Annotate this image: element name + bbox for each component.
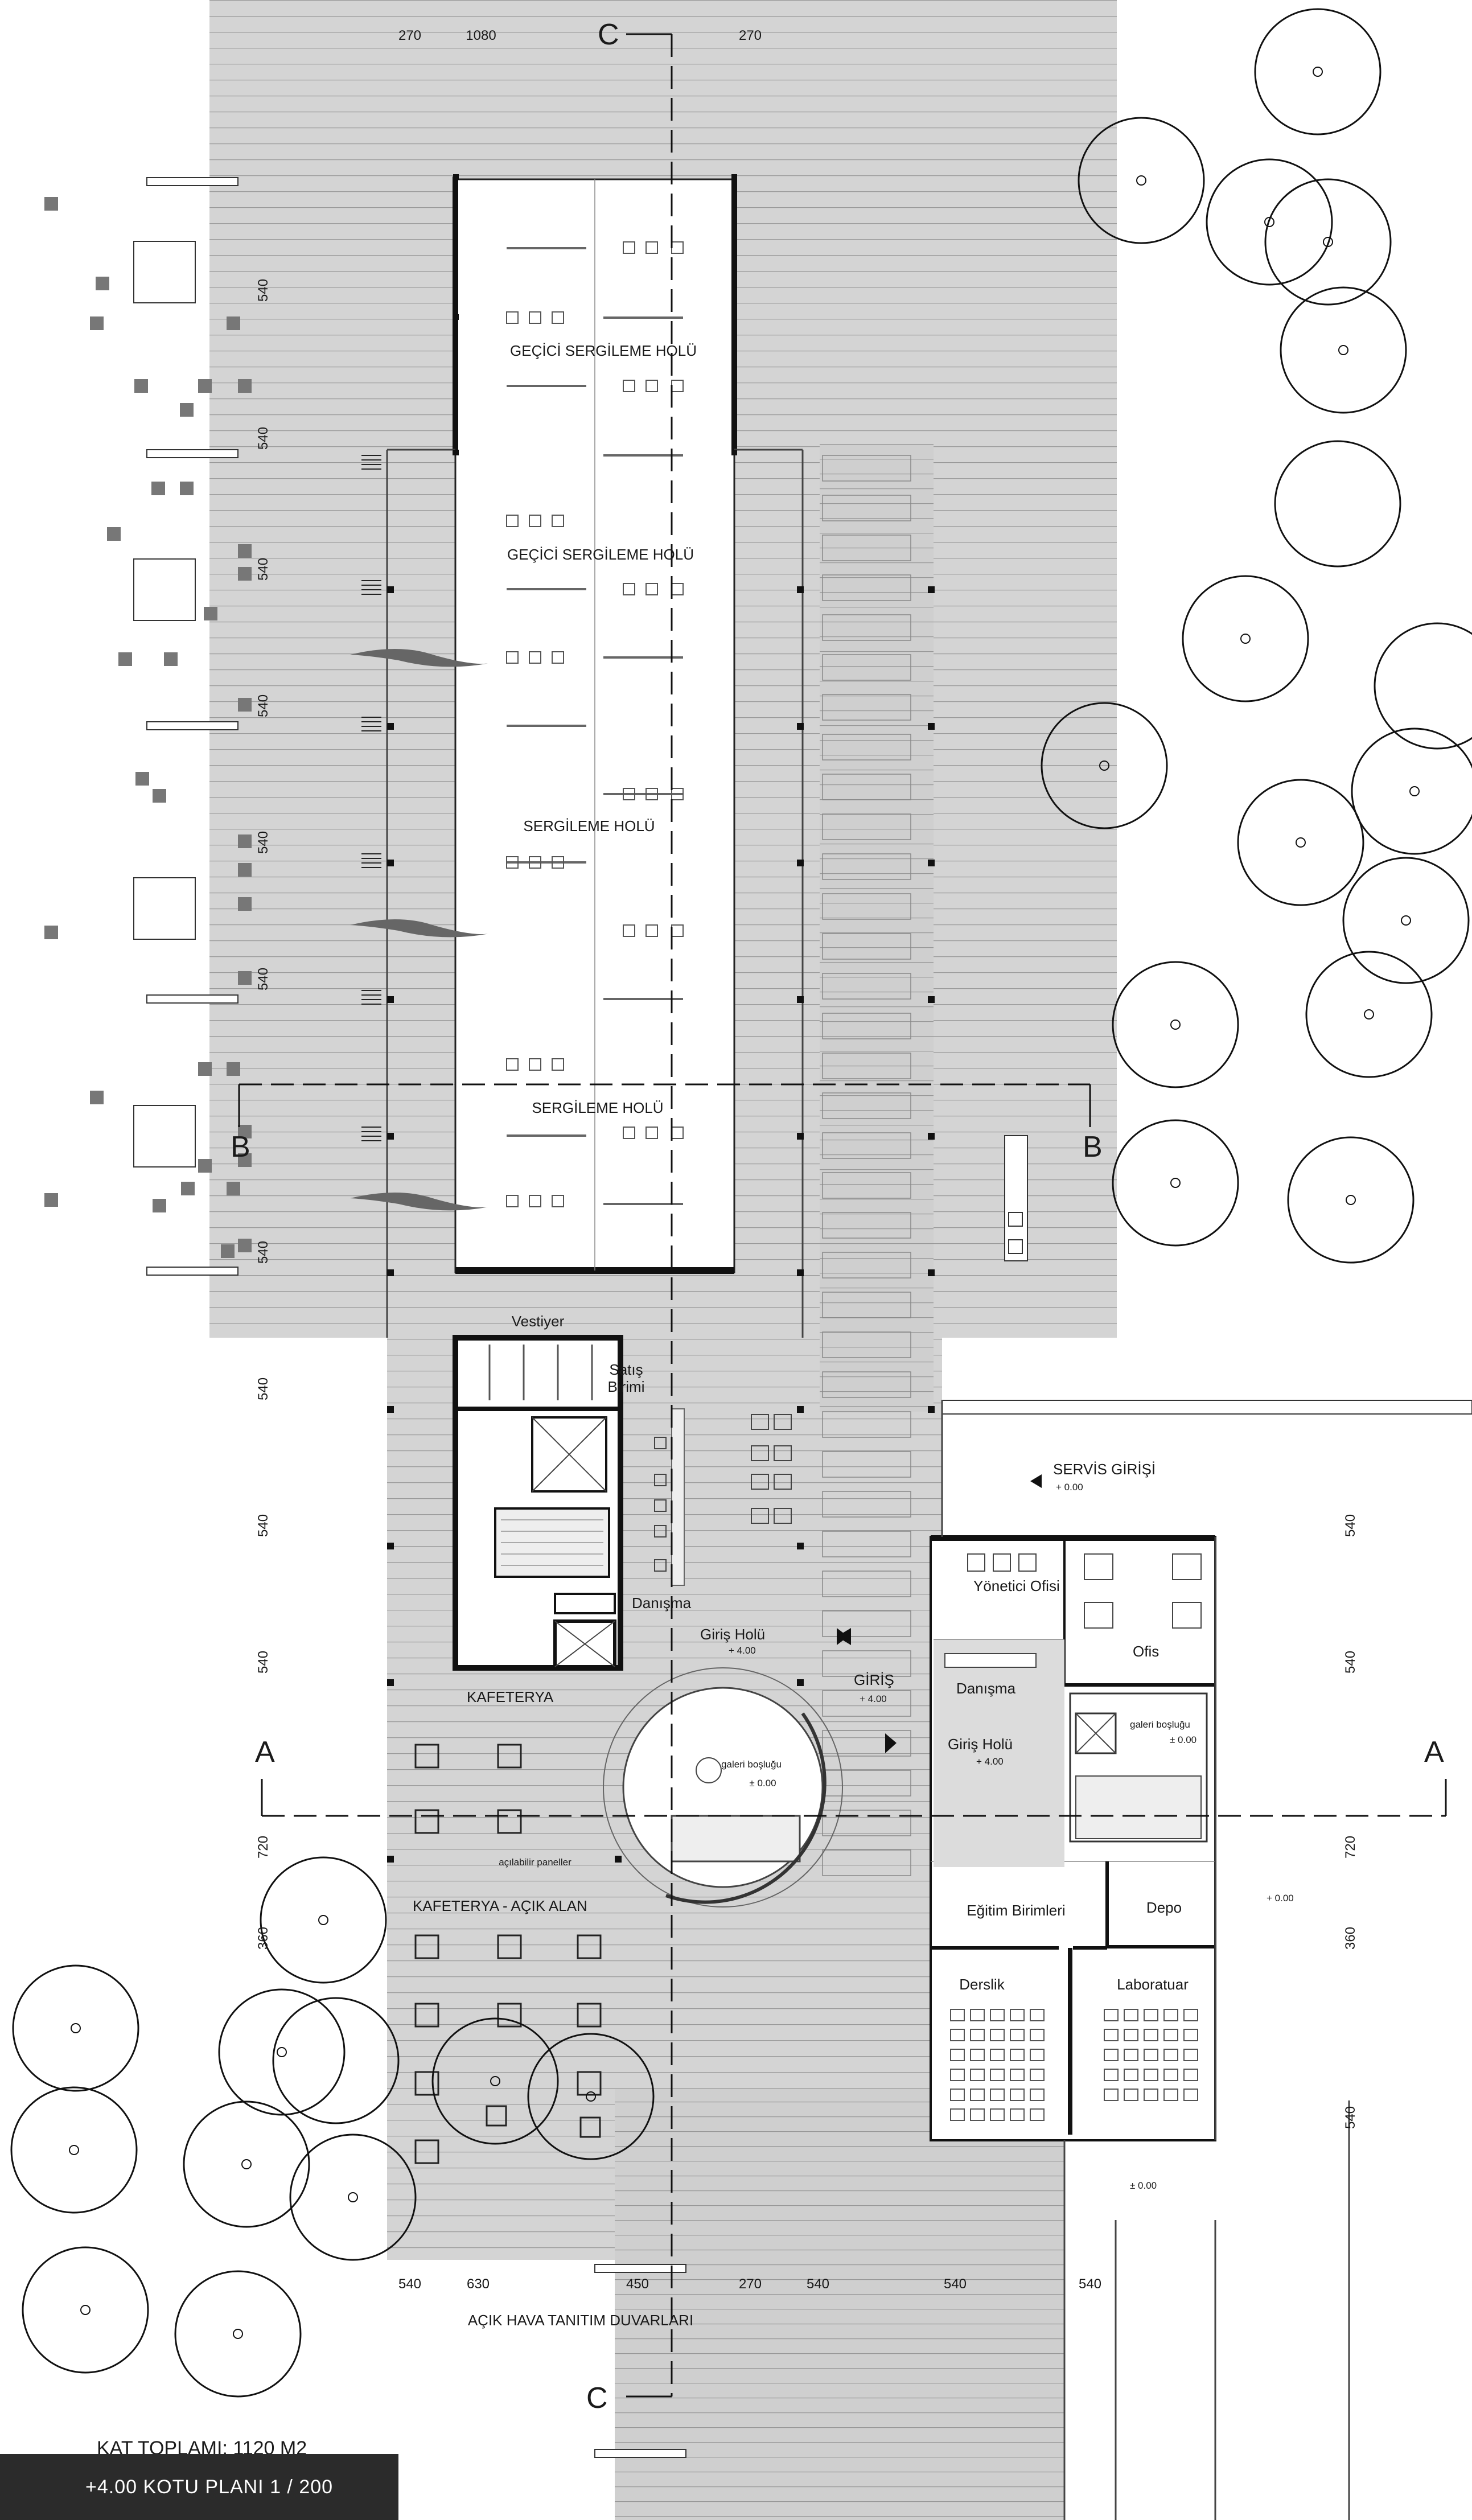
entrance-arrows <box>837 1474 1042 1753</box>
display-panels <box>507 247 683 1205</box>
display-pedestals <box>506 241 684 1207</box>
leaf-sculptures <box>350 649 490 1211</box>
section-b-left: B <box>231 1130 250 1164</box>
room-kafeterya: KAFETERYA <box>467 1688 554 1705</box>
room-galeri-1: galeri boşluğu <box>721 1759 782 1770</box>
level-bottom-stair: ± 0.00 <box>1130 2180 1157 2191</box>
section-ticks <box>238 33 1447 2398</box>
room-laboratuar: Laboratuar <box>1117 1976 1189 1993</box>
dim-bottom-630: 630 <box>467 2276 490 2292</box>
open-air-walls-label: AÇIK HAVA TANITIM DUVARLARI <box>468 2312 693 2329</box>
dim-left-720: 720 <box>256 1836 271 1859</box>
dim-bottom-270: 270 <box>739 2276 762 2292</box>
section-c-bottom: C <box>586 2382 608 2415</box>
section-a-left: A <box>255 1736 275 1769</box>
dimension-labels: 270 1080 270 540 540 540 540 540 540 540… <box>256 28 1358 2292</box>
dim-right-540-2: 540 <box>1343 1651 1358 1674</box>
dim-left-540-5: 540 <box>256 831 271 854</box>
dim-bottom-540b: 540 <box>807 2276 829 2292</box>
dim-left-540-7: 540 <box>256 1241 271 1264</box>
small-stair-indicators <box>361 455 381 1141</box>
room-galeri-2: galeri boşluğu <box>1130 1719 1190 1730</box>
section-a-right: A <box>1424 1736 1444 1769</box>
deck-scatter-blocks <box>44 197 252 1258</box>
dim-bottom-450: 450 <box>626 2276 649 2292</box>
dim-left-540-10: 540 <box>256 1651 271 1674</box>
room-giris: GİRİŞ <box>854 1671 894 1688</box>
room-depo: Depo <box>1146 1899 1182 1916</box>
room-danisma-right: Danışma <box>956 1680 1016 1697</box>
room-gecici-2: GEÇİCİ SERGİLEME HOLÜ <box>507 546 694 563</box>
room-giris-holu-right: Giriş Holü <box>948 1736 1013 1753</box>
satis-counter-items <box>654 1414 792 1572</box>
dim-right-540-3: 540 <box>1343 2106 1358 2129</box>
tree-trunks <box>69 67 1420 2339</box>
dim-bottom-540a: 540 <box>398 2276 421 2292</box>
level-giris: + 4.00 <box>860 1693 887 1704</box>
room-satis-2: Birimi <box>608 1378 645 1395</box>
section-lines <box>239 34 1446 2396</box>
dim-right-540-1: 540 <box>1343 1514 1358 1537</box>
service-core <box>453 1335 685 1671</box>
dim-top-270b: 270 <box>739 28 762 43</box>
room-kafeterya-acik: KAFETERYA - AÇIK ALAN <box>413 1897 587 1914</box>
room-derslik: Derslik <box>959 1976 1005 1993</box>
room-ofis: Ofis <box>1133 1643 1159 1660</box>
exterior-lines <box>941 1400 1350 2520</box>
dim-bottom-540c: 540 <box>944 2276 967 2292</box>
level-galeri-2: ± 0.00 <box>1170 1734 1196 1745</box>
room-acilabilir: açılabilir paneller <box>499 1857 571 1868</box>
dim-top-1080: 1080 <box>466 28 496 43</box>
admin-block <box>930 1535 1216 2141</box>
dim-top-270a: 270 <box>398 28 421 43</box>
section-markers: A A B B C C <box>231 18 1444 2415</box>
dim-left-360: 360 <box>256 1927 271 1950</box>
dim-left-540-6: 540 <box>256 968 271 990</box>
room-satis-1: Satış <box>609 1361 643 1378</box>
room-gecici-1: GEÇİCİ SERGİLEME HOLÜ <box>510 342 697 359</box>
section-b-right: B <box>1083 1130 1103 1164</box>
deck-furniture <box>133 177 1472 2458</box>
exhibition-hall <box>386 176 804 1338</box>
dim-left-540-2: 540 <box>256 427 271 450</box>
dim-left-540-1: 540 <box>256 279 271 302</box>
dim-right-720: 720 <box>1343 1836 1358 1859</box>
service-entrance-label: SERVİS GİRİŞİ <box>1053 1461 1156 1478</box>
room-yonetici: Yönetici Ofisi <box>973 1577 1060 1594</box>
dim-bottom-540d: 540 <box>1079 2276 1101 2292</box>
dim-left-540-9: 540 <box>256 1514 271 1537</box>
room-egitim: Eğitim Birimleri <box>967 1902 1065 1919</box>
trees <box>10 8 1472 2398</box>
ramp-slots <box>822 455 911 1876</box>
classroom-desks <box>950 2009 1198 2121</box>
level-galeri-1: ± 0.00 <box>749 1778 776 1789</box>
column-grid <box>387 174 935 1863</box>
room-danisma-left: Danışma <box>632 1594 692 1612</box>
dim-left-540-3: 540 <box>256 558 271 581</box>
room-giris-holu-left: Giriş Holü <box>700 1626 765 1643</box>
cafe-tables <box>414 1744 602 2164</box>
room-labels: GEÇİCİ SERGİLEME HOLÜ GEÇİCİ SERGİLEME H… <box>413 342 1294 2329</box>
service-entrance-level: + 0.00 <box>1056 1482 1083 1493</box>
dim-left-540-4: 540 <box>256 694 271 717</box>
room-sergileme-1: SERGİLEME HOLÜ <box>523 817 655 834</box>
dim-right-360: 360 <box>1343 1927 1358 1950</box>
level-giris-holu-left: + 4.00 <box>729 1645 756 1656</box>
room-vestiyer: Vestiyer <box>512 1313 565 1330</box>
plan-title: +4.00 KOTU PLANI 1 / 200 <box>85 2476 334 2498</box>
dim-left-540-8: 540 <box>256 1378 271 1400</box>
gallery-void <box>603 1667 843 1908</box>
room-sergileme-2: SERGİLEME HOLÜ <box>532 1099 663 1116</box>
level-giris-holu-right: + 4.00 <box>976 1756 1004 1767</box>
section-c-top: C <box>598 18 619 51</box>
level-right-deck: + 0.00 <box>1267 1893 1294 1904</box>
plan-title-bar: +4.00 KOTU PLANI 1 / 200 <box>0 2454 398 2520</box>
